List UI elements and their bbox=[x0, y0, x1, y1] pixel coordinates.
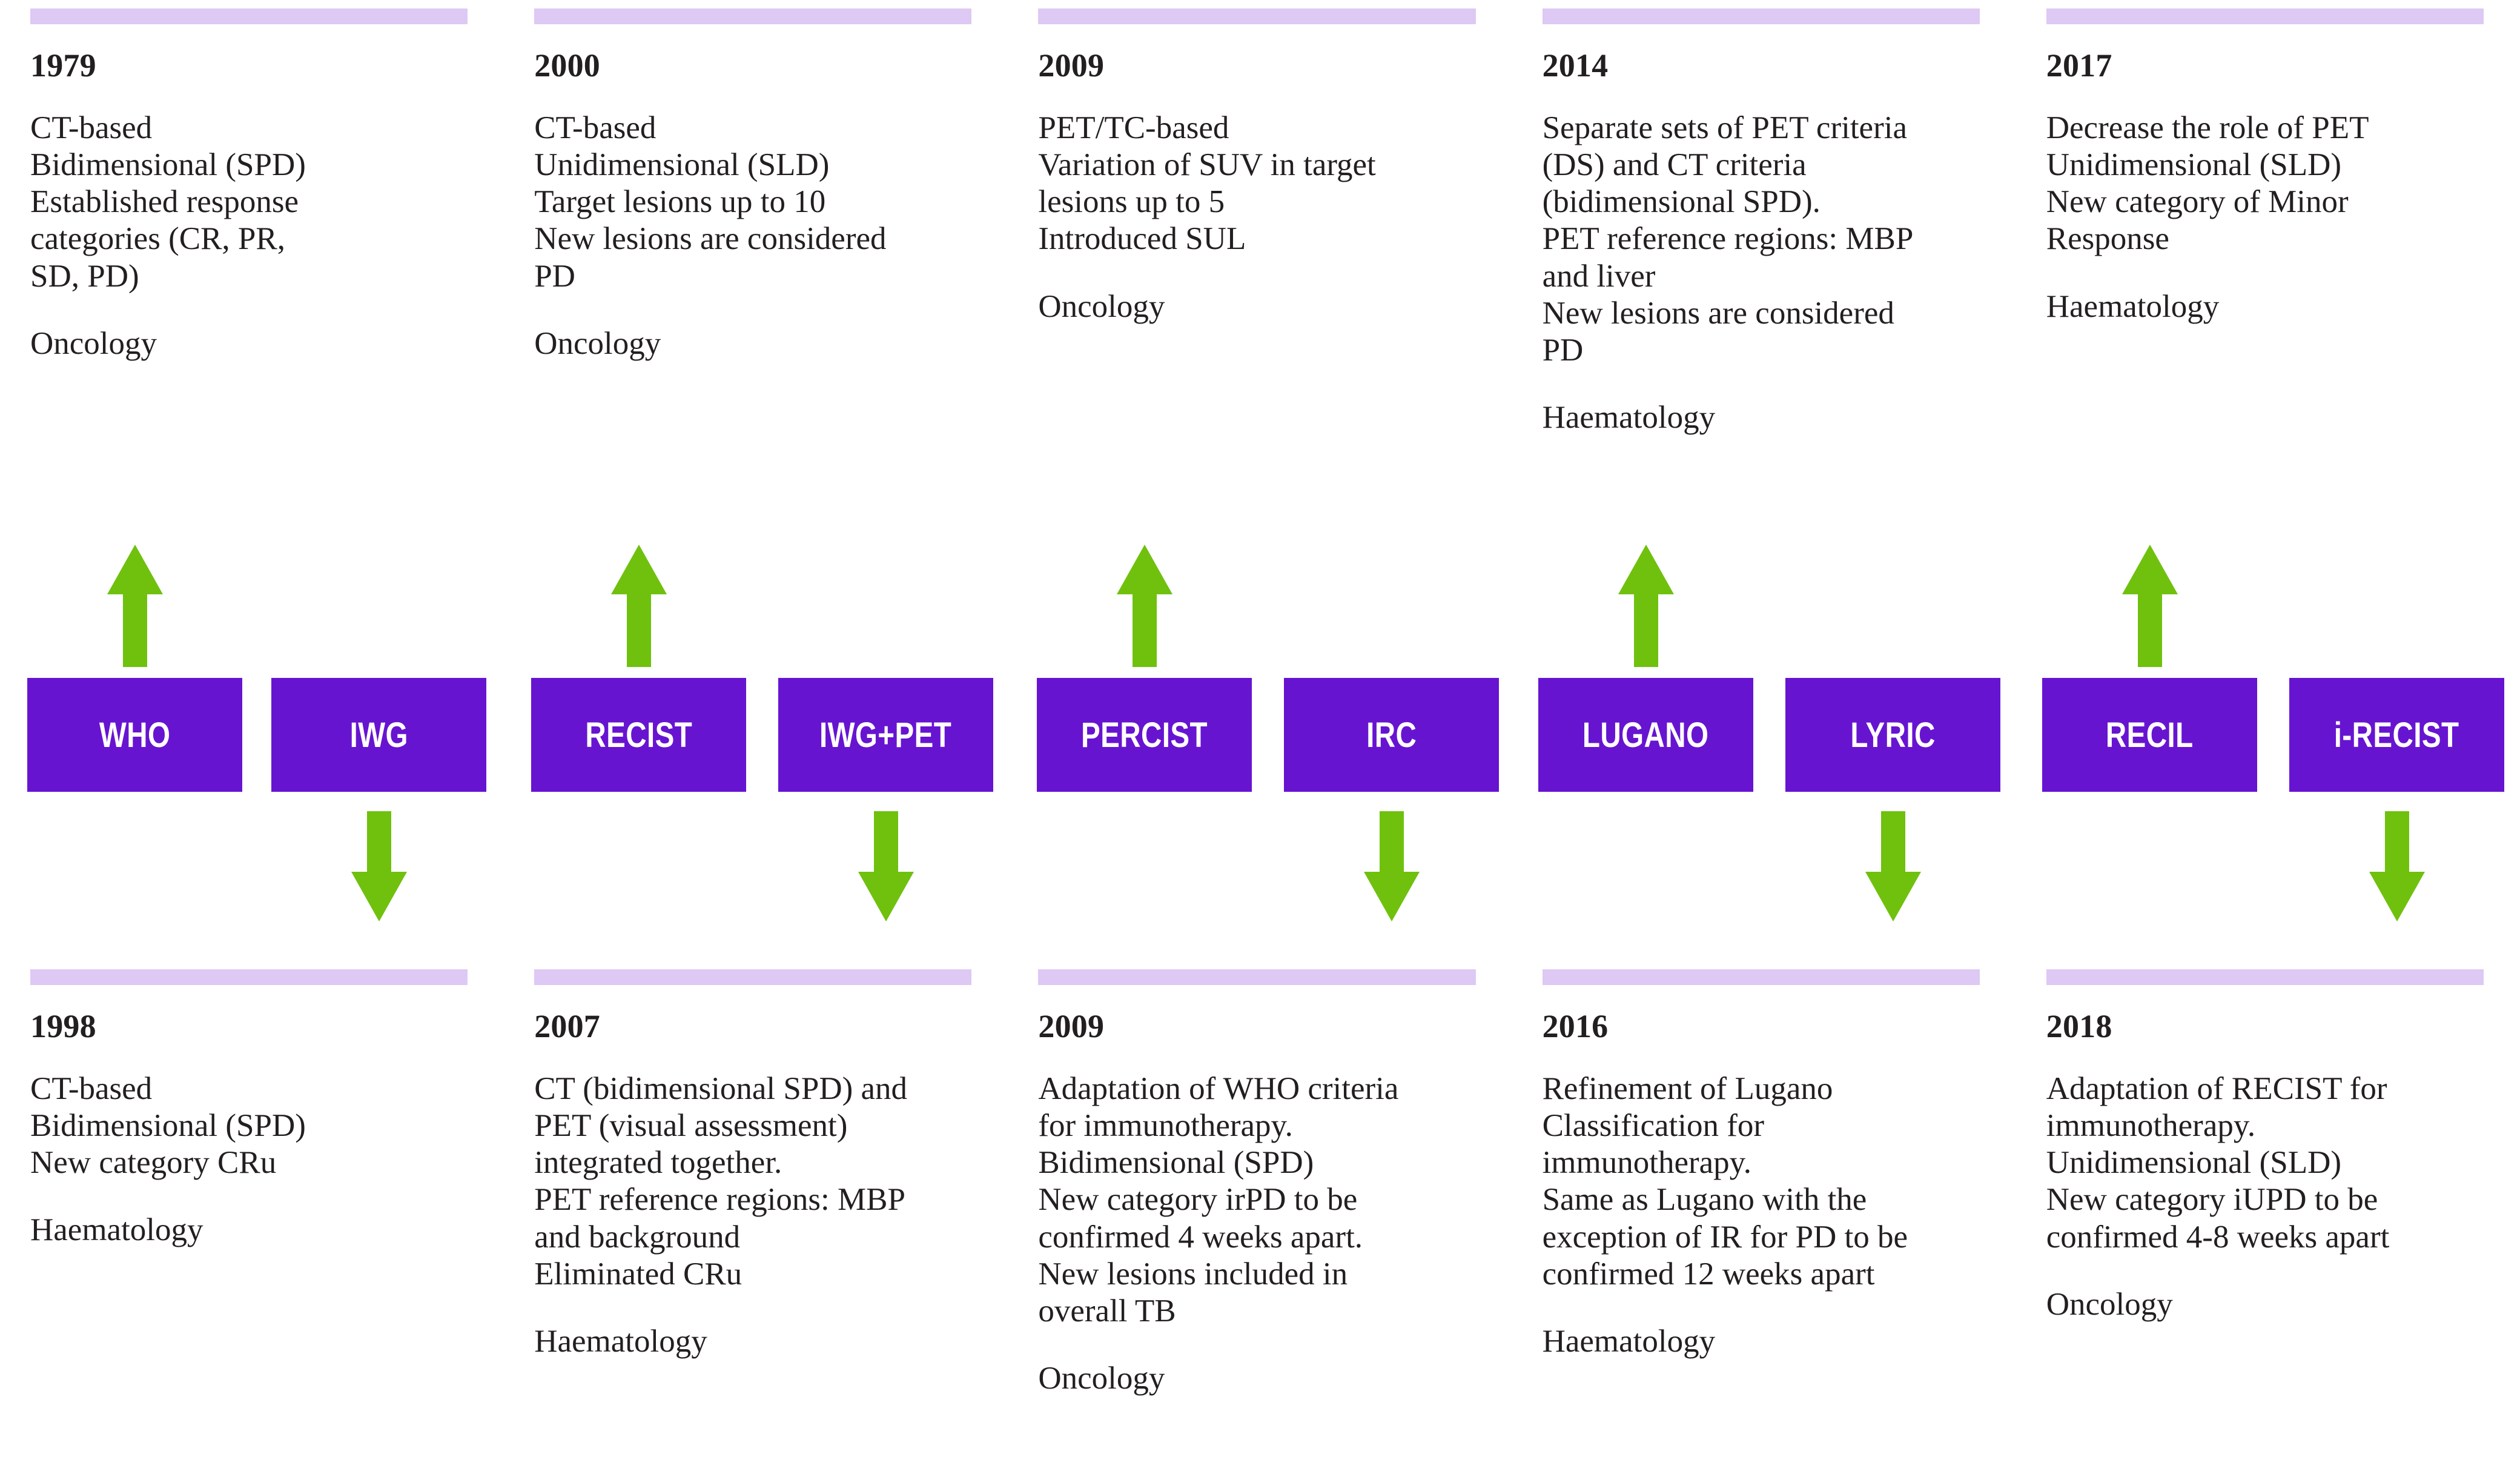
card-details: PET/TC-based Variation of SUV in target … bbox=[1038, 110, 1376, 257]
timeline-card: 2007 CT (bidimensional SPD) and PET (visu… bbox=[504, 969, 1008, 1397]
card-year: 2009 bbox=[1038, 47, 1105, 84]
criteria-badge-label: LUGANO bbox=[1582, 715, 1709, 755]
card-year: 2017 bbox=[2046, 47, 2112, 84]
card-details: Separate sets of PET criteria (DS) and C… bbox=[1542, 110, 1914, 368]
down-arrow-row bbox=[0, 809, 2520, 924]
card-year: 2007 bbox=[534, 1008, 600, 1044]
arrow-down-icon bbox=[1863, 809, 1923, 924]
up-arrow-row bbox=[0, 542, 2520, 669]
card-field: Haematology bbox=[1542, 1323, 1716, 1359]
card-details: CT (bidimensional SPD) and PET (visual a… bbox=[534, 1070, 908, 1292]
criteria-badge-label: i-RECIST bbox=[2334, 715, 2459, 755]
card-year: 2009 bbox=[1038, 1008, 1105, 1044]
card-details: CT-based Unidimensional (SLD) Target les… bbox=[534, 110, 887, 294]
card-details: Refinement of Lugano Classification for … bbox=[1542, 1070, 1908, 1292]
criteria-badge-label: RECIST bbox=[585, 715, 692, 755]
criteria-badge-label: LYRIC bbox=[1850, 715, 1936, 755]
criteria-badge[interactable]: IWG bbox=[271, 678, 486, 792]
card-year: 2018 bbox=[2046, 1008, 2112, 1044]
criteria-badge-label: WHO bbox=[99, 715, 171, 755]
card-field: Oncology bbox=[2046, 1286, 2173, 1322]
card-top-rule bbox=[1038, 969, 1476, 985]
card-year: 2014 bbox=[1542, 47, 1609, 84]
criteria-badge[interactable]: IRC bbox=[1284, 678, 1499, 792]
card-field: Oncology bbox=[30, 325, 157, 361]
criteria-badge[interactable]: LYRIC bbox=[1785, 678, 2000, 792]
arrow-down-icon bbox=[856, 809, 916, 924]
card-top-rule bbox=[534, 969, 972, 985]
card-top-rule bbox=[2046, 969, 2484, 985]
card-field: Oncology bbox=[1038, 1361, 1165, 1396]
card-year: 1979 bbox=[30, 47, 96, 84]
criteria-badge-label: IWG+PET bbox=[819, 715, 952, 755]
criteria-badge-row: WHO IWG RECIST IWG+PET PERCIST IRC LUGANO LYRIC… bbox=[0, 678, 2520, 792]
card-top-rule bbox=[534, 8, 972, 24]
card-year: 2000 bbox=[534, 47, 600, 84]
arrow-down-icon bbox=[2367, 809, 2427, 924]
card-top-rule bbox=[30, 969, 468, 985]
arrow-up-icon bbox=[2120, 542, 2180, 669]
criteria-badge-label: RECIL bbox=[2106, 715, 2194, 755]
card-details: CT-based Bidimensional (SPD) Established… bbox=[30, 110, 306, 294]
card-details: Adaptation of RECIST for immunotherapy. … bbox=[2046, 1070, 2390, 1255]
arrow-down-icon bbox=[349, 809, 409, 924]
card-year: 1998 bbox=[30, 1008, 96, 1044]
criteria-badge[interactable]: PERCIST bbox=[1037, 678, 1252, 792]
criteria-badge-label: IRC bbox=[1366, 715, 1417, 755]
card-details: Adaptation of WHO criteria for immunothe… bbox=[1038, 1070, 1399, 1329]
arrow-up-icon bbox=[609, 542, 669, 669]
card-details: Decrease the role of PET Unidimensional … bbox=[2046, 110, 2369, 257]
card-field: Haematology bbox=[534, 1323, 707, 1359]
criteria-badge[interactable]: RECIST bbox=[531, 678, 746, 792]
criteria-badge-label: PERCIST bbox=[1081, 715, 1208, 755]
criteria-badge[interactable]: RECIL bbox=[2042, 678, 2257, 792]
criteria-badge[interactable]: WHO bbox=[27, 678, 242, 792]
arrow-up-icon bbox=[105, 542, 165, 669]
criteria-badge[interactable]: i-RECIST bbox=[2289, 678, 2504, 792]
card-field: Haematology bbox=[2046, 288, 2220, 324]
criteria-badge[interactable]: LUGANO bbox=[1538, 678, 1753, 792]
card-top-rule bbox=[1542, 8, 1980, 24]
card-field: Haematology bbox=[30, 1212, 203, 1248]
card-field: Oncology bbox=[1038, 288, 1165, 324]
criteria-badge-label: IWG bbox=[349, 715, 408, 755]
card-field: Haematology bbox=[1542, 400, 1716, 436]
arrow-down-icon bbox=[1361, 809, 1422, 924]
arrow-up-icon bbox=[1114, 542, 1175, 669]
card-field: Oncology bbox=[534, 325, 661, 361]
card-details: CT-based Bidimensional (SPD) New categor… bbox=[30, 1070, 306, 1181]
card-top-rule bbox=[30, 8, 468, 24]
card-year: 2016 bbox=[1542, 1008, 1609, 1044]
criteria-badge[interactable]: IWG+PET bbox=[778, 678, 993, 792]
card-top-rule bbox=[1542, 969, 1980, 985]
card-top-rule bbox=[1038, 8, 1476, 24]
arrow-up-icon bbox=[1616, 542, 1676, 669]
card-top-rule bbox=[2046, 8, 2484, 24]
